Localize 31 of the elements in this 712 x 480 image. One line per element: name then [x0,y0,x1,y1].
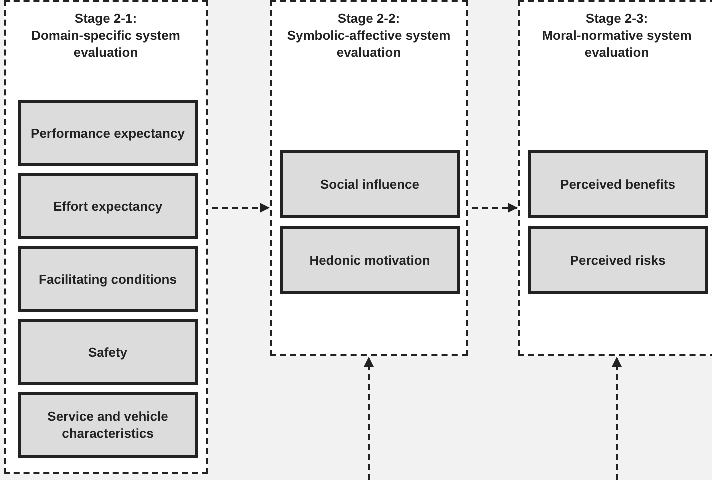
factor-label: Social influence [320,176,420,192]
factor-box [528,226,708,294]
factor-box [280,150,460,218]
stage-panel [4,0,208,474]
factor-box [18,392,198,458]
stage-heading: Stage 2-3: [586,10,648,27]
factor-label: Service and vehicle characteristics [46,408,170,442]
stage-panel [270,0,468,356]
factor-box [18,319,198,385]
factor-label: Perceived risks [570,252,666,268]
factor-label: Performance expectancy [31,124,185,142]
factor-label: Hedonic motivation [310,252,430,268]
factor-label: Safety [88,344,128,360]
dashed-arrow [364,357,374,480]
dashed-arrow [472,203,518,213]
stage-title: Moral-normative system evaluation [541,27,693,61]
stage-title: Symbolic-affective system evaluation [286,27,452,61]
dashed-arrow [612,357,622,480]
factor-label: Perceived benefits [560,176,676,192]
dashed-arrow [212,203,270,213]
factor-label: Facilitating conditions [39,270,177,288]
stage-heading: Stage 2-2: [338,10,400,27]
factor-box [528,150,708,218]
stage-title: Domain-specific system evaluation [30,27,182,61]
stage-panel [518,0,712,356]
factor-box [280,226,460,294]
stage-heading: Stage 2-1: [74,10,138,27]
factor-box [18,173,198,239]
factor-label: Effort expectancy [53,198,163,214]
factor-box [18,246,198,312]
factor-box [18,100,198,166]
